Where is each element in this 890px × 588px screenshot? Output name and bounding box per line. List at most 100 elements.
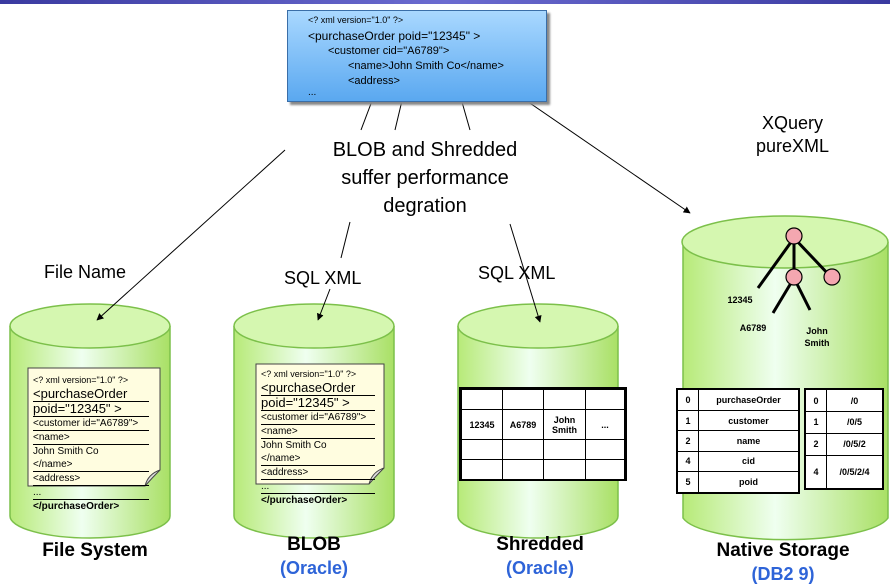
native-path-table: 0/0 1/0/5 2/0/5/2 4/0/5/2/4 [804,388,884,490]
shredded-cell [501,459,545,480]
native-name-value: name [698,430,800,452]
blob-doc-line-4: <customer id="A6789"> [261,411,375,425]
native-name-id: 5 [676,471,699,494]
file-doc-line-4: <customer id="A6789"> [33,417,149,431]
line-top-to-blob [340,221,351,259]
native-path-value: /0/5/2 [826,432,884,456]
native-name-id: 0 [676,388,699,411]
shredded-cell [585,389,625,410]
file-doc-line-1: <? xml version="1.0" ?> [33,375,129,385]
native-name-value: poid [698,471,800,494]
label-purexml: pureXML [756,136,830,156]
file-doc-line-9: ... [33,486,149,500]
shredded-row [461,389,625,410]
arrow-to-blob [317,288,331,321]
file-document-curl [144,469,161,487]
native-path-value: /0/5/2/4 [826,454,884,490]
shredded-cell-cid: A6789 [501,409,545,440]
shredded-cell [585,459,625,480]
xml-line-customer: <customer cid="A6789"> [328,45,450,57]
tree-node-customer [785,268,803,286]
native-name-id: 4 [676,450,699,473]
performance-note: BLOB and Shredded suffer performance deg… [290,136,560,220]
xml-line-ellipsis: ... [308,87,317,98]
shredded-row [461,459,625,480]
native-name-value: purchaseOrder [698,388,800,411]
shredded-cell-ellipsis: ... [585,409,625,440]
label-sql-xml-shredded: SQL XML [478,263,556,283]
shredded-cell-poid: 12345 [461,409,503,440]
performance-note-line-2: suffer performance [341,167,509,189]
xml-source-box: <? xml version="1.0" ?> <purchaseOrder p… [287,10,547,102]
shredded-cell-name: John Smith [543,409,587,440]
shredded-cell [543,459,587,480]
native-path-row: 4/0/5/2/4 [804,454,884,490]
blob-doc-line-6: John Smith Co [261,440,327,451]
shredded-cell [543,439,587,460]
blob-doc-line-3: poid="12345" > [261,396,375,411]
file-document-text: <? xml version="1.0" ?> <purchaseOrder p… [33,374,159,513]
file-doc-line-5: <name> [33,431,149,445]
xml-line-declaration: <? xml version="1.0" ?> [308,15,404,25]
shredded-row [461,439,625,460]
blob-doc-line-8: <address> [261,466,375,480]
blob-doc-line-7: </name> [261,452,375,466]
arrow-to-shredded [509,223,542,323]
tree-node-leaf [823,268,841,286]
tree-label-name: John Smith [804,326,830,348]
file-doc-line-2: <purchaseOrder [33,387,149,402]
label-file-name: File Name [44,262,127,282]
arrow-to-file-system [96,149,286,321]
native-name-id: 2 [676,430,699,452]
native-path-row: 0/0 [804,388,884,413]
native-name-id: 1 [676,409,699,432]
performance-note-line-3: degration [383,195,467,217]
shredded-cell [543,389,587,410]
arrow-to-native [504,85,691,214]
shredded-cell [501,389,545,410]
native-path-id: 2 [804,432,827,456]
native-path-id: 4 [804,454,827,490]
tree-label-cid: A6789 [739,323,767,333]
shredded-cell [461,459,503,480]
file-doc-line-3: poid="12345" > [33,402,149,417]
title-native-storage: Native Storage [716,540,850,561]
shredded-cell [501,439,545,460]
native-name-value: customer [698,409,800,432]
blob-doc-line-5: <name> [261,425,375,439]
native-path-row: 2/0/5/2 [804,432,884,456]
title-blob: BLOB [287,534,341,555]
tree-label-poid: 12345 [727,295,753,305]
native-path-id: 0 [804,388,827,413]
blob-doc-line-1: <? xml version="1.0" ?> [261,369,357,379]
shredded-cell [461,439,503,460]
subtitle-shredded-oracle: (Oracle) [505,558,575,578]
label-sql-xml-blob: SQL XML [284,268,362,288]
subtitle-native-db2: (DB2 9) [751,564,815,584]
xml-line-purchase-order: <purchaseOrder poid="12345" > [308,29,481,43]
label-xquery: XQuery [762,113,824,133]
xml-line-address: <address> [348,75,400,87]
top-accent-bar [0,0,890,4]
blob-doc-line-9: ... [261,480,375,494]
blob-doc-line-2: <purchaseOrder [261,381,375,396]
native-path-value: /0/5 [826,411,884,434]
subtitle-blob-oracle: (Oracle) [279,558,349,578]
title-file-system: File System [42,540,148,561]
title-shredded: Shredded [496,534,584,555]
tree-node-root [785,227,803,245]
shredded-table: 12345 A6789 John Smith ... [461,389,625,480]
native-path-id: 1 [804,411,827,434]
performance-note-line-1: BLOB and Shredded [332,139,518,161]
native-path-value: /0 [826,388,884,413]
file-doc-line-6: John Smith Co [33,446,99,457]
shredded-cell [461,389,503,410]
shredded-cell [585,439,625,460]
native-path-row: 1/0/5 [804,411,884,434]
